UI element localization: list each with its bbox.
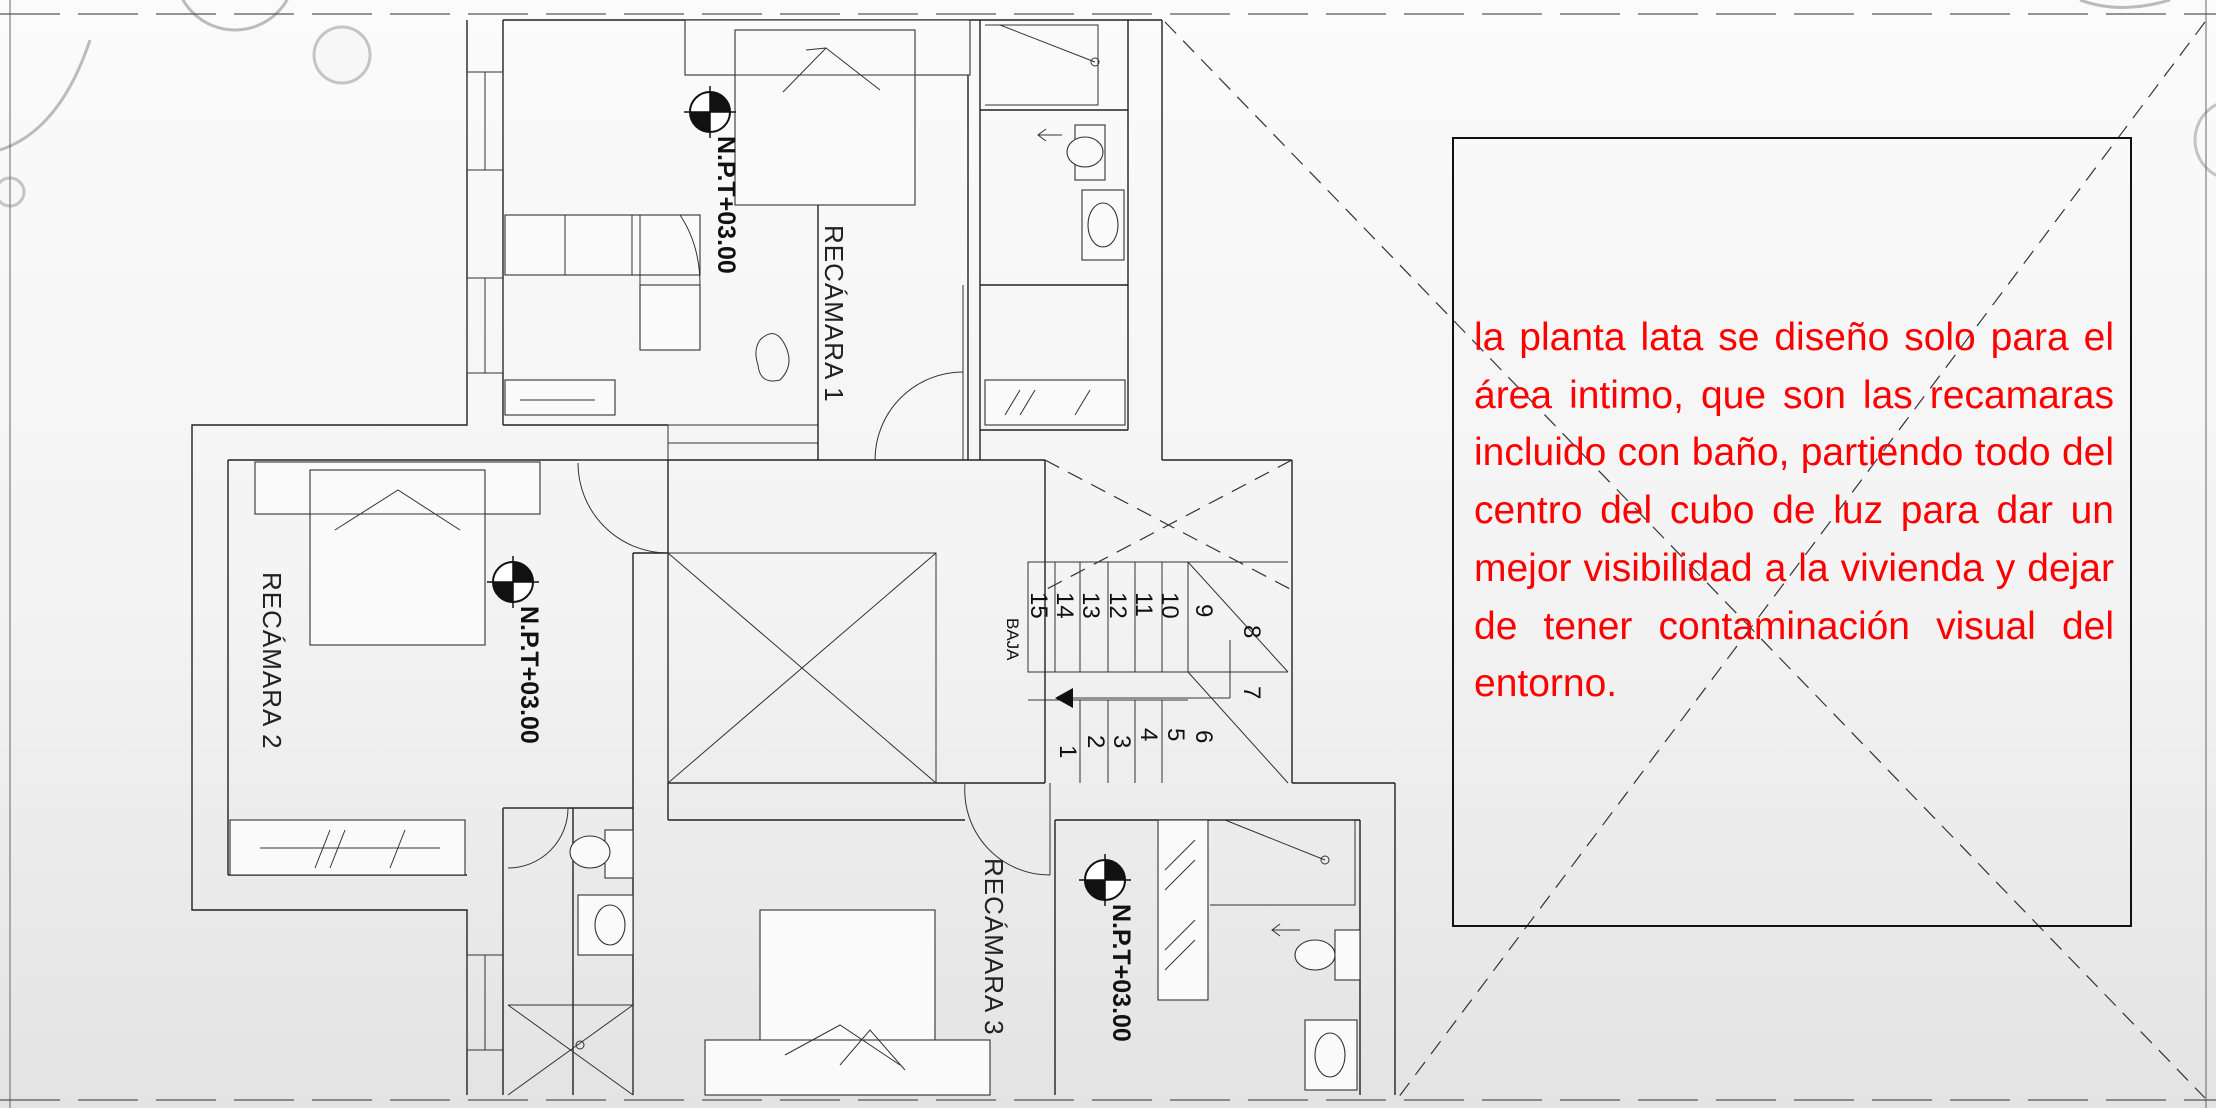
- room-label-recamara-1: RECÁMARA 1: [819, 225, 849, 403]
- stair-step-10: 10: [1156, 592, 1183, 619]
- stair-step-13: 13: [1077, 592, 1104, 619]
- stair-step-11: 11: [1130, 592, 1157, 617]
- stair-direction-label: BAJA: [1003, 618, 1022, 661]
- stair-step-1: 1: [1054, 745, 1081, 758]
- stair-step-6: 6: [1190, 730, 1217, 743]
- stair-direction-arrow: [1055, 688, 1073, 708]
- bathroom-1-fixtures: [984, 24, 1126, 426]
- level-marker-2-label: N.P.T+03.00: [515, 606, 543, 744]
- stair-step-8: 8: [1238, 625, 1265, 638]
- bedroom-1-furniture: [504, 19, 971, 416]
- empty-lot: [1164, 21, 2206, 1099]
- bedroom-3-furniture: [704, 909, 991, 1096]
- stair-step-15: 15: [1025, 592, 1052, 619]
- level-marker-2: N.P.T+03.00: [487, 556, 543, 744]
- bathroom-3-fixtures: [1157, 819, 1361, 1091]
- level-marker-3-label: N.P.T+03.00: [1107, 904, 1135, 1042]
- stair-step-4: 4: [1135, 728, 1162, 741]
- stairwell: 1 2 3 4 5 6 7 8 9 10 11 12 13 14 15 BAJA: [1003, 459, 1293, 784]
- level-marker-1-label: N.P.T+03.00: [712, 136, 740, 274]
- doors: [503, 285, 1051, 876]
- stair-step-7: 7: [1238, 686, 1265, 699]
- stair-step-14: 14: [1051, 592, 1078, 619]
- stair-step-9: 9: [1190, 604, 1217, 617]
- level-marker-3: N.P.T+03.00: [1079, 854, 1135, 1042]
- stair-step-12: 12: [1104, 592, 1131, 619]
- stair-step-5: 5: [1162, 728, 1189, 741]
- description-text: la planta lata se diseño solo para el ár…: [1474, 316, 2114, 706]
- light-well: [667, 552, 937, 784]
- description-box: la planta lata se diseño solo para el ár…: [1452, 137, 2132, 927]
- room-label-recamara-3: RECÁMARA 3: [979, 858, 1009, 1036]
- stair-step-3: 3: [1108, 735, 1135, 748]
- bedroom-2-furniture: [229, 461, 541, 876]
- stair-step-2: 2: [1082, 735, 1109, 748]
- room-label-recamara-2: RECÁMARA 2: [257, 572, 287, 750]
- bathroom-2-fixtures: [507, 829, 634, 1096]
- level-marker-1: N.P.T+03.00: [684, 86, 740, 274]
